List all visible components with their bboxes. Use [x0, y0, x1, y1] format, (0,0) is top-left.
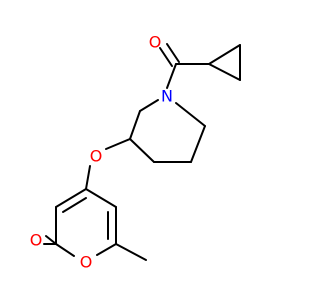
- bond-ch2-n: [139, 99, 159, 112]
- bond-c4-c5: [85, 188, 117, 208]
- bond-o-ether-c4: [85, 165, 91, 190]
- bond-c3-c4-double-outer: [55, 188, 87, 208]
- bond-c3-c4-double-inner: [62, 197, 87, 213]
- bond-ch-o-ether: [105, 138, 131, 150]
- bond-ch-ring: [129, 138, 155, 163]
- atom-o-ether: O: [90, 147, 103, 166]
- bond-c2-o-carbonyl-1: [45, 235, 57, 245]
- atom-o-ring: O: [80, 253, 93, 272]
- bond-n-ch2-right: [175, 102, 206, 127]
- bond-ch-ch2-n: [129, 110, 141, 140]
- bond-carbonyl-c-n: [166, 63, 177, 89]
- bond-o-ring-c2: [55, 243, 75, 257]
- bond-carbonyl-c-o-1: [159, 47, 173, 67]
- atom-o-carbonyl: O: [149, 33, 162, 52]
- bond-cyclopropyl-2: [208, 63, 241, 81]
- bond-cyclopropyl-1: [208, 44, 241, 65]
- bond-ch2-right-down: [190, 125, 206, 163]
- bond-c6-methyl: [115, 243, 147, 261]
- bond-carbonyl-c-o-2: [166, 43, 180, 63]
- atom-n-pyrrolidine: N: [161, 87, 173, 106]
- molecule-structure-diagram: O N O O O: [30, 33, 241, 272]
- atom-o-lactone-carbonyl: O: [30, 231, 43, 250]
- bond-c6-o-ring: [96, 243, 117, 256]
